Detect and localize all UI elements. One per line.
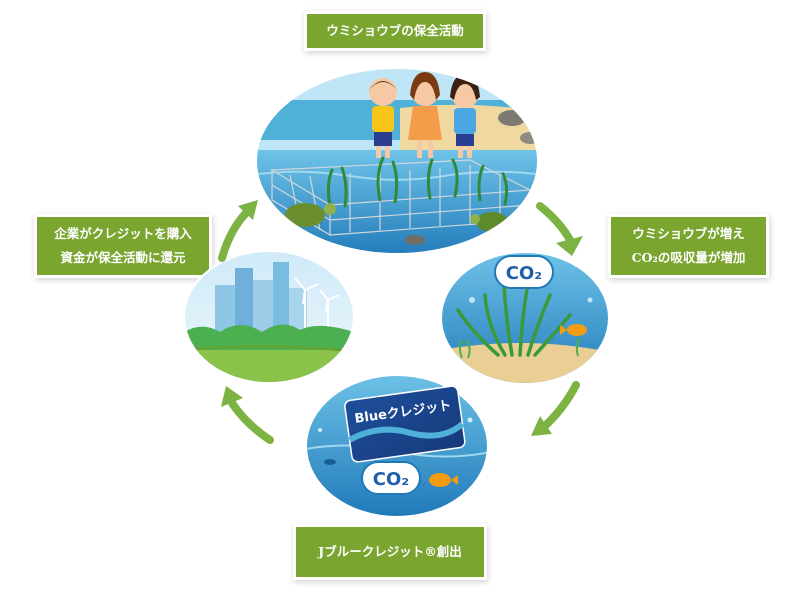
children-group <box>369 72 480 158</box>
cycle-arrows <box>218 200 583 444</box>
step-label-purchase-line1: 企業がクレジットを購入 <box>54 226 192 242</box>
arrow-right-to-bottom <box>531 381 580 436</box>
corporate-city-illustration <box>183 250 355 384</box>
blue-credit-card: Blueクレジット <box>344 385 466 463</box>
blue-credit-illustration: Blueクレジット CO₂ <box>305 374 489 518</box>
arrow-left-to-top <box>218 200 258 262</box>
arrow-top-to-right <box>536 202 583 256</box>
co2-bubble-bottom: CO₂ <box>361 461 421 495</box>
step-label-purchase-line2: 資金が保全活動に還元 <box>60 250 186 265</box>
seagrass-co2-illustration: CO₂ <box>440 251 610 385</box>
step-label-co2-increase: ウミショウブが増え CO₂の吸収量が増加 <box>611 217 766 275</box>
svg-text:CO₂: CO₂ <box>506 263 542 284</box>
conservation-illustration <box>255 67 539 255</box>
step-label-conservation: ウミショウブの保全活動 <box>307 14 483 48</box>
svg-text:CO₂: CO₂ <box>373 469 409 490</box>
step-label-conservation-text: ウミショウブの保全活動 <box>326 23 464 39</box>
co2-bubble-right: CO₂ <box>494 255 554 289</box>
step-label-co2-line1: ウミショウブが増え <box>632 226 745 242</box>
step-label-corporate-purchase: 企業がクレジットを購入 資金が保全活動に還元 <box>37 217 209 275</box>
step-label-credit-text: Jブルークレジット®創出 <box>318 544 462 560</box>
step-label-co2-line2: CO₂の吸収量が増加 <box>631 250 746 265</box>
step-label-credit-creation: Jブルークレジット®創出 <box>296 527 484 577</box>
arrow-bottom-to-left <box>221 386 274 444</box>
